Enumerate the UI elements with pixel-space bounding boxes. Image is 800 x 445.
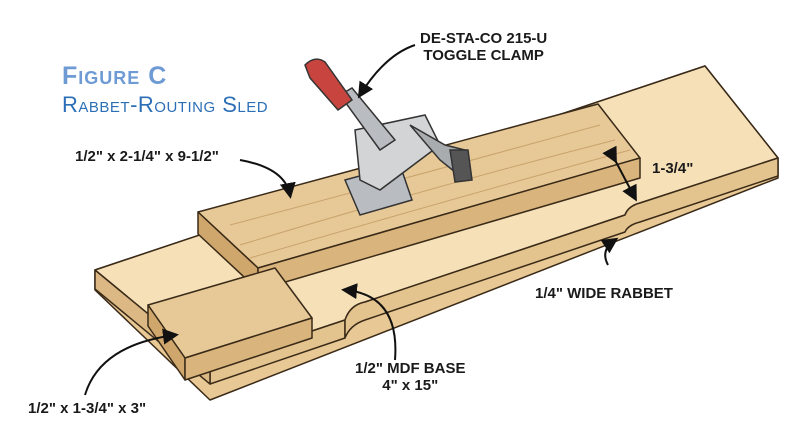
figure-title: Figure C (62, 62, 168, 90)
base-label: 1/2" MDF BASE 4" x 15" (355, 360, 465, 394)
toggle-clamp (304, 58, 473, 216)
block-dimension-label: 1/2" x 1-3/4" x 3" (28, 400, 147, 417)
base-label-line1: 1/2" MDF BASE (355, 360, 466, 377)
clamp-label: DE-STA-CO 215-U TOGGLE CLAMP (420, 30, 547, 64)
clamp-label-line1: DE-STA-CO 215-U (420, 30, 548, 47)
stop-block (147, 267, 313, 381)
offset-dimension-label: 1-3/4" (652, 160, 694, 177)
base-label-line2: 4" x 15" (382, 377, 439, 394)
leader-arrows (84, 44, 637, 396)
clamp-label-line2: TOGGLE CLAMP (423, 47, 544, 64)
rabbet-label: 1/4" WIDE RABBET (535, 285, 673, 302)
fence-board (197, 103, 641, 291)
fence-dimension-label: 1/2" x 2-1/4" x 9-1/2" (75, 148, 219, 165)
figure-subtitle: Rabbet-Routing Sled (62, 92, 269, 117)
